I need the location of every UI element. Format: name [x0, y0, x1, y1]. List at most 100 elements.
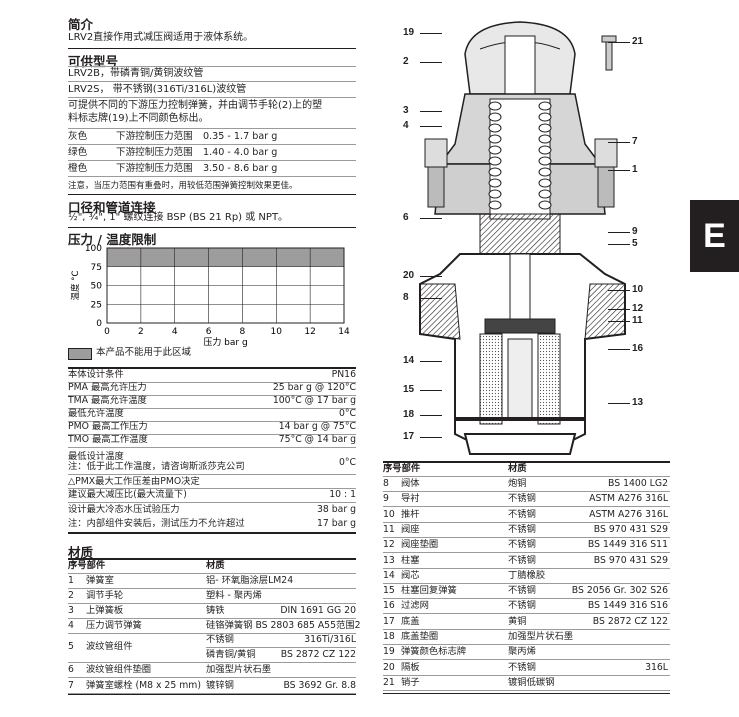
spring-coil: [538, 101, 552, 111]
material-mat: 塑料 - 聚丙烯: [206, 590, 262, 601]
spring-range: 0.35 - 1.7 bar g: [203, 131, 278, 142]
material-part: 弹簧室螺栓 (M8 x 25 mm): [86, 680, 201, 691]
design-row: TMA 最高允许温度 100°C @ 17 bar g: [68, 395, 356, 407]
ratio-row: 建议最大减压比(最大流量下) 10 : 1: [68, 489, 356, 501]
spring-coil: [488, 200, 502, 210]
callout-label: 11: [632, 315, 643, 326]
material-no: 11: [383, 523, 395, 535]
callout-label: 10: [632, 284, 644, 295]
design-label: 最低允许温度: [68, 408, 124, 419]
callout-label: 21: [632, 36, 644, 47]
seat-part: [484, 318, 556, 334]
strainer-right: [537, 333, 561, 425]
material-mat: 加强型片状石墨: [206, 664, 272, 675]
hydro-note-label: 注：内部组件安装后，测试压力不允许超过: [68, 518, 245, 529]
callout-label: 4: [403, 120, 409, 131]
bottom-cap-part: [463, 433, 577, 455]
spring-coil: [538, 178, 552, 188]
ratio-value: 10 : 1: [329, 489, 356, 500]
material-no: 10: [383, 508, 395, 520]
spring-coil: [488, 112, 502, 122]
design-label: PMA 最高允许压力: [68, 382, 147, 393]
spring-coil: [538, 200, 552, 210]
hydro-label: 设计最大冷态水压试验压力: [68, 504, 180, 515]
spring-color: 灰色: [68, 131, 88, 142]
hydro-note-value: 17 bar g: [316, 518, 356, 529]
callout-label: 5: [632, 238, 638, 249]
callout-label: 13: [632, 397, 644, 408]
material-mat: 聚丙烯: [508, 646, 536, 658]
callout-label: 6: [403, 212, 409, 223]
intro-text: LRV2直接作用式减压阀适用于液体系统。: [68, 32, 254, 43]
material-mat: 磷青铜/黄铜: [206, 649, 256, 660]
y-tick-label: 25: [91, 300, 102, 310]
section-tab-e[interactable]: E: [690, 200, 739, 272]
y-axis-label: 温度 °C: [70, 270, 81, 300]
materials-col-no: 序号部件: [68, 560, 106, 571]
material-part: 导衬: [401, 493, 420, 505]
material-std: BS 1449 316 S16: [587, 600, 668, 612]
material-no: 4: [68, 620, 74, 631]
material-no: 15: [383, 585, 395, 597]
min-temp-row-1: 最低设计温度: [68, 451, 356, 463]
material-part: 柱塞: [401, 554, 420, 566]
material-part: 柱塞回复弹簧: [401, 585, 457, 597]
material-part: 压力调节弹簧: [86, 620, 142, 631]
x-tick-label: 2: [138, 327, 144, 337]
design-label: PMO 最高工作压力: [68, 421, 148, 432]
callout-label: 1: [632, 164, 638, 175]
material-mat: 不锈钢: [508, 508, 536, 520]
material-part: 阀芯: [401, 569, 420, 581]
material-part: 上弹簧板: [86, 605, 124, 616]
pin-part: [605, 41, 613, 71]
material-no: 3: [68, 605, 74, 616]
x-tick-label: 0: [104, 327, 110, 337]
model-line-b: LRV2B，带磷青铜/黄铜波纹管: [68, 68, 204, 79]
design-label: TMO 最高工作温度: [68, 434, 148, 445]
material-std: ASTM A276 316L: [589, 508, 668, 520]
y-tick-label: 100: [85, 244, 102, 254]
material-part: 过滤网: [401, 600, 429, 612]
plot-frame: [106, 247, 345, 324]
material-no: 14: [383, 569, 395, 581]
material-mat: 铸铁: [206, 605, 225, 616]
design-label: TMA 最高允许温度: [68, 395, 147, 406]
callout-label: 8: [403, 292, 409, 303]
design-value: 100°C @ 17 bar g: [272, 395, 356, 406]
spring-coil: [488, 145, 502, 155]
legend-text: 本产品不能用于此区域: [96, 347, 192, 358]
bellows-part: [479, 213, 561, 255]
x-tick-label: 4: [172, 327, 178, 337]
material-mat: 镀锌钢: [206, 680, 234, 691]
material-std: 316L: [645, 661, 668, 673]
spring-coil: [488, 134, 502, 144]
callout-label: 18: [403, 409, 415, 420]
spring-coil: [488, 189, 502, 199]
material-mat: 硅铬弹簧钢 BS 2803 685 A55范围2: [206, 620, 361, 631]
material-std: 316Ti/316L: [304, 634, 356, 645]
material-mat: 不锈钢: [508, 539, 536, 551]
material-part: 阀座: [401, 523, 420, 535]
material-part: 弹簧颜色标志牌: [401, 646, 467, 658]
spring-coil: [488, 167, 502, 177]
spring-color: 橙色: [68, 163, 88, 174]
material-no: 7: [68, 680, 74, 691]
y-tick-label: 0: [96, 319, 102, 329]
material-part: 隔板: [401, 661, 420, 673]
limits-heading: 压力 / 温度限制: [68, 232, 157, 247]
callout-label: 20: [403, 270, 415, 281]
callout-label: 14: [403, 355, 415, 366]
design-value: PN16: [331, 369, 356, 380]
material-no: 21: [383, 676, 395, 688]
dpmx-label: △PMX最大工作压差由PMO决定: [68, 476, 200, 487]
spring-coil: [488, 178, 502, 188]
material-mat: 铝- 环氧脂涂层LM24: [206, 575, 294, 586]
dpmx-row: △PMX最大工作压差由PMO决定: [68, 476, 356, 488]
material-mat: 镀铜低碳钢: [508, 676, 555, 688]
min-temp-label: 最低设计温度: [68, 451, 124, 462]
material-no: 16: [383, 600, 395, 612]
x-tick-label: 8: [240, 327, 246, 337]
